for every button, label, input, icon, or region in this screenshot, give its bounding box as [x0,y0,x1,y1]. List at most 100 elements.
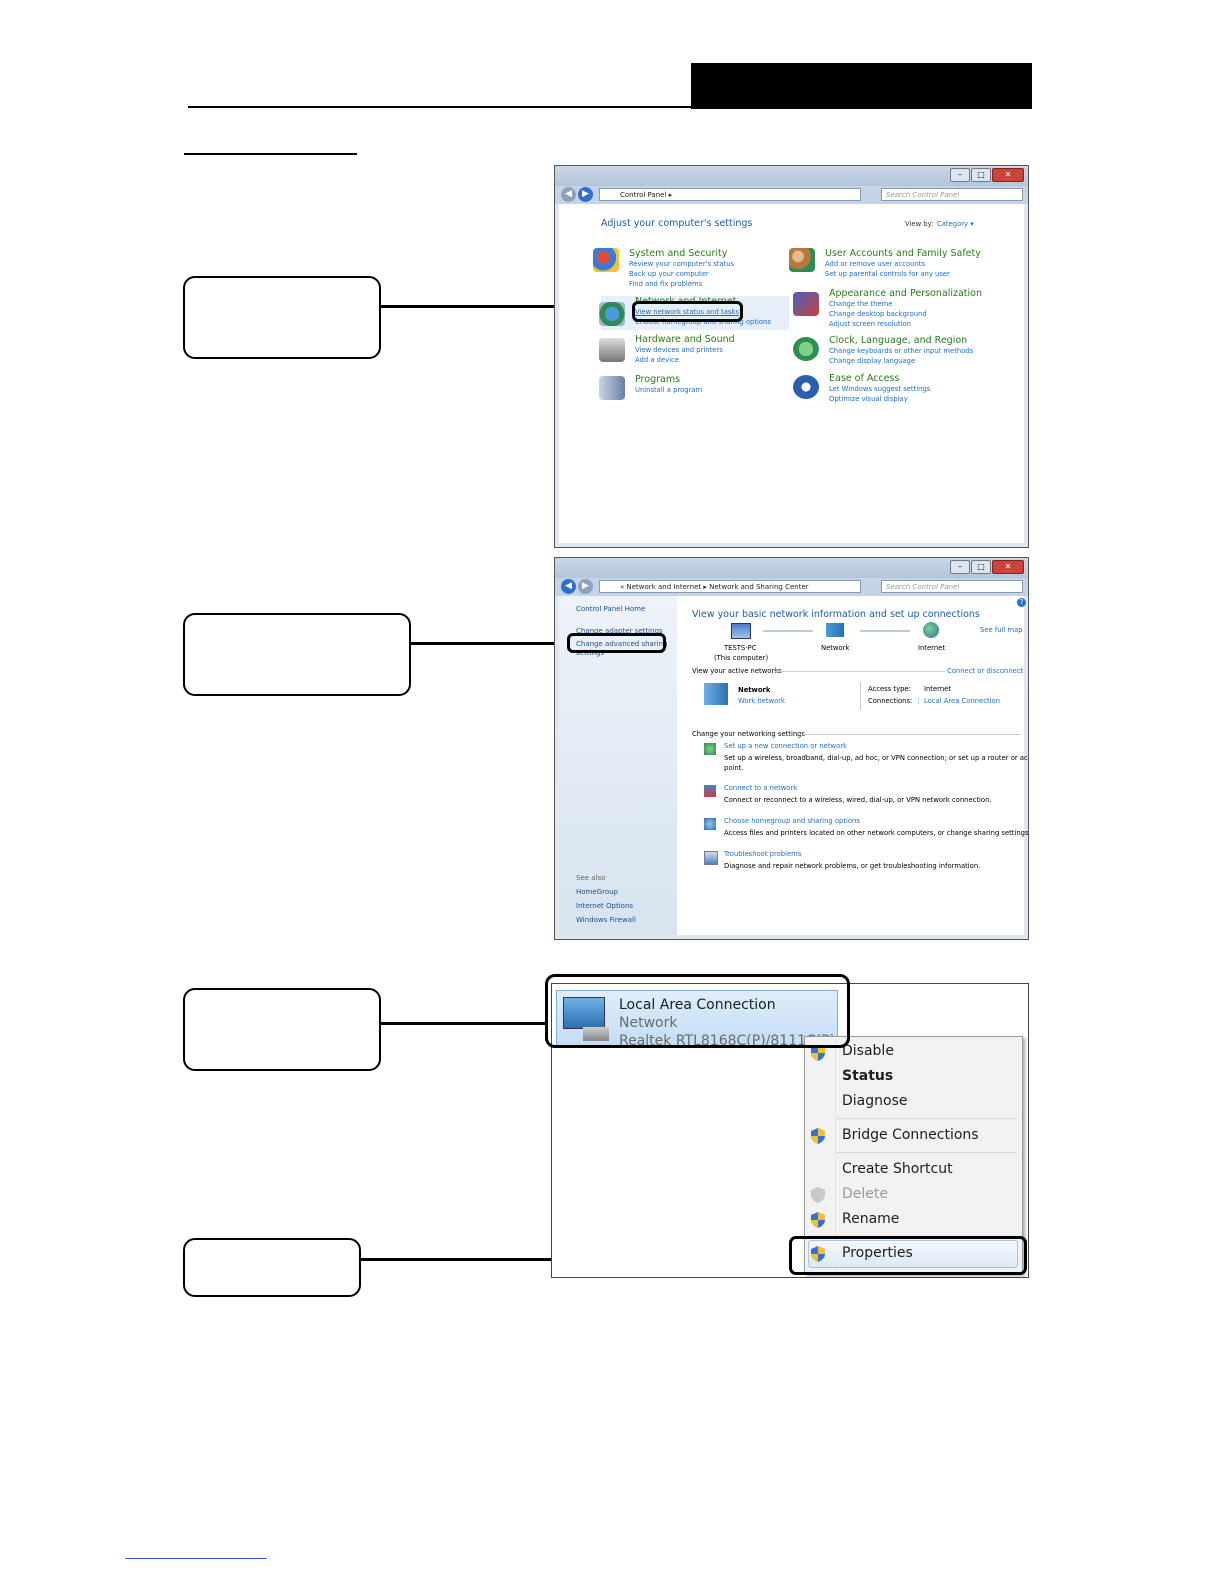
close-button[interactable]: ✕ [992,560,1024,574]
address-segment: Network and Sharing Center [709,583,809,591]
page-title: View your basic network information and … [692,609,980,620]
network-cable-icon [583,1027,609,1041]
footer-link-rule [125,1558,267,1559]
header-rule [188,106,691,108]
sidebar-item-adapter-settings[interactable]: Change adapter settings [576,627,663,635]
category-link[interactable]: Back up your computer [629,270,709,278]
back-button[interactable]: ◀ [561,579,576,594]
category-user-accounts[interactable]: User Accounts and Family Safety Add or r… [789,248,981,279]
minimize-button[interactable]: – [950,560,970,574]
title-bar: – □ ✕ [555,166,1028,186]
menu-item-rename[interactable]: Rename [842,1211,900,1227]
sidebar-item-homegroup[interactable]: HomeGroup [576,888,618,896]
category-title: Ease of Access [829,373,900,384]
category-title: Appearance and Personalization [829,288,982,299]
view-by-dropdown[interactable]: Category ▾ [937,220,974,228]
view-by-value: Category [937,220,969,228]
category-link[interactable]: View devices and printers [635,346,723,354]
access-type-value: Internet [924,685,951,693]
active-network-name: Network [738,686,771,694]
sidebar-item-label: settings [576,649,604,657]
category-link[interactable]: Add or remove user accounts [825,260,926,268]
active-networks-label: View your active networks [692,667,782,675]
see-full-map-link[interactable]: See full map [980,626,1023,634]
view-by-label: View by: [905,220,934,228]
troubleshoot-icon [704,851,718,865]
search-input[interactable]: Search Control Panel [881,580,1023,593]
menu-separator [837,1152,1017,1153]
map-line [860,630,910,632]
adapter-network: Network [619,1015,678,1031]
address-text: Control Panel [620,191,667,199]
computer-icon [731,623,751,639]
callout-box-1 [183,276,381,359]
back-button[interactable]: ◀ [561,187,576,202]
maximize-button[interactable]: □ [971,168,991,182]
category-title: Clock, Language, and Region [829,335,968,346]
forward-button[interactable]: ▶ [578,187,593,202]
address-bar[interactable]: « Network and Internet ▸ Network and Sha… [599,580,861,593]
menu-item-delete[interactable]: Delete [842,1186,888,1202]
category-link[interactable]: Change desktop background [829,310,927,318]
category-link[interactable]: Find and fix problems [629,280,703,288]
menu-item-properties-hover [808,1240,1018,1268]
category-clock-language[interactable]: Clock, Language, and Region Change keybo… [793,335,974,366]
minimize-button[interactable]: – [950,168,970,182]
sidebar-item-home[interactable]: Control Panel Home [576,605,646,613]
maximize-button[interactable]: □ [971,560,991,574]
task-troubleshoot-link[interactable]: Troubleshoot problems [724,850,802,858]
sidebar-item-label: Change advanced sharing [576,640,668,648]
menu-item-properties[interactable]: Properties [842,1245,913,1261]
category-appearance[interactable]: Appearance and Personalization Change th… [793,288,982,329]
connect-disconnect-link[interactable]: Connect or disconnect [947,667,1024,675]
task-connect-network-link[interactable]: Connect to a network [724,784,798,792]
programs-icon [599,376,625,400]
menu-item-status[interactable]: Status [842,1068,894,1084]
category-link[interactable]: Adjust screen resolution [829,320,911,328]
category-link[interactable]: Change keyboards or other input methods [829,347,974,355]
category-ease-of-access[interactable]: Ease of Access Let Windows suggest setti… [793,373,931,404]
menu-gutter [835,1039,836,1271]
address-bar[interactable]: Control Panel ▸ [599,188,861,201]
divider [860,682,861,710]
local-area-connection-link[interactable]: ⋮ Local Area Connection [915,697,1001,705]
menu-item-diagnose[interactable]: Diagnose [842,1093,908,1109]
menu-item-disable[interactable]: Disable [842,1043,894,1059]
uac-shield-icon [811,1246,825,1262]
sidebar-item-internet-options[interactable]: Internet Options [576,902,634,910]
internet-globe-icon [923,622,939,638]
category-link[interactable]: Uninstall a program [635,386,703,394]
map-internet-label: Internet [918,644,945,652]
menu-item-create-shortcut[interactable]: Create Shortcut [842,1161,953,1177]
task-setup-connection-link[interactable]: Set up a new connection or network [724,742,847,750]
access-type-label: Access type: [868,685,911,693]
users-icon [789,248,815,272]
context-menu: Disable Status Diagnose Bridge Connectio… [804,1036,1023,1274]
category-link[interactable]: Add a device [635,356,679,364]
category-programs[interactable]: Programs Uninstall a program [599,374,703,400]
task-homegroup-link[interactable]: Choose homegroup and sharing options [724,817,860,825]
search-input[interactable]: Search Control Panel [881,188,1023,201]
category-link[interactable]: Choose homegroup and sharing options [635,318,771,326]
section-rule [184,153,357,155]
category-system-security[interactable]: System and Security Review your computer… [593,248,735,289]
category-link[interactable]: Optimize visual display [829,395,908,403]
category-hardware-sound[interactable]: Hardware and Sound View devices and prin… [599,334,735,365]
adapter-screen: Local Area Connection Network Realtek RT… [551,983,1029,1278]
category-link[interactable]: Review your computer's status [629,260,735,268]
category-link[interactable]: Change display language [829,357,916,365]
close-button[interactable]: ✕ [992,168,1024,182]
sidebar-item-advanced-sharing[interactable]: Change advanced sharing settings [576,640,668,658]
sidebar-item-windows-firewall[interactable]: Windows Firewall [576,916,636,924]
view-network-status-link[interactable]: View network status and tasks [635,308,739,316]
forward-button[interactable]: ▶ [578,579,593,594]
category-link[interactable]: Let Windows suggest settings [829,385,931,393]
network-type-link[interactable]: Work network [738,697,785,705]
menu-item-bridge-connections[interactable]: Bridge Connections [842,1127,979,1143]
adapter-item-local-area-connection[interactable]: Local Area Connection Network Realtek RT… [556,990,838,1049]
category-link[interactable]: Change the theme [829,300,893,308]
task-description: Diagnose and repair network problems, or… [724,862,981,870]
help-icon[interactable]: ? [1017,598,1026,607]
control-panel-content: Adjust your computer's settings View by:… [559,204,1024,543]
category-link[interactable]: Set up parental controls for any user [825,270,950,278]
